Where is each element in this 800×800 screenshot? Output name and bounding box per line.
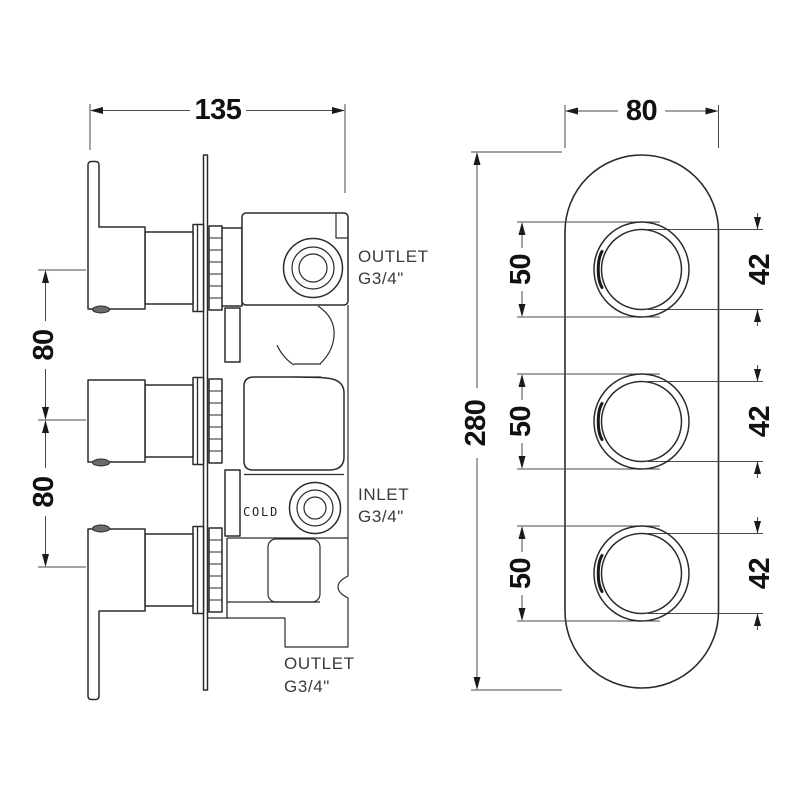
front-view: 80 280 50 42 xyxy=(460,95,776,691)
handle-middle-flange xyxy=(192,376,205,466)
casting-curve-upper xyxy=(317,305,335,365)
top-block-corner-notch xyxy=(335,213,348,239)
knob-middle-dims: 50 42 xyxy=(505,365,776,478)
inlet-port xyxy=(288,481,342,535)
outlet-top-label-line2: G3/4" xyxy=(358,269,404,288)
inlet-label-line2: G3/4" xyxy=(358,507,404,526)
handle-middle xyxy=(87,376,205,467)
dim-42-top-value: 42 xyxy=(744,254,776,285)
dim-80-width-value: 80 xyxy=(626,95,657,127)
handle-bottom-nub xyxy=(92,524,110,533)
dim-50-bottom-value: 50 xyxy=(505,558,537,589)
knob-bottom-shade-arc xyxy=(596,554,604,593)
ribbed-stack-middle xyxy=(208,378,223,464)
handle-middle-stem xyxy=(144,384,194,458)
inlet-label-line1: INLET xyxy=(358,485,409,504)
handle-middle-lever xyxy=(87,379,146,463)
outlet-bottom-label-line1: OUTLET xyxy=(284,654,355,673)
outlet-bottom-label-line2: G3/4" xyxy=(284,677,330,696)
knob-top xyxy=(593,221,690,318)
knob-bottom xyxy=(593,525,690,622)
side-view: COLD xyxy=(28,94,429,701)
dim-50-middle-value: 50 xyxy=(505,406,537,437)
casting-cusp xyxy=(276,344,295,366)
handle-top-stem xyxy=(144,231,194,305)
dim-280-value: 280 xyxy=(460,400,492,447)
handle-bottom xyxy=(87,524,205,701)
knob-top-dims: 50 42 xyxy=(505,213,776,326)
handle-top-lever xyxy=(87,160,146,310)
valve-body-bottom-block xyxy=(226,537,348,618)
valve-cartridge-stack xyxy=(208,225,243,613)
ribbed-stack-bottom xyxy=(208,527,223,613)
handle-bottom-flange xyxy=(192,525,205,615)
dim-80-bottom-value: 80 xyxy=(28,476,60,507)
ribbed-stack-top xyxy=(208,225,223,311)
dim-width-135: 135 xyxy=(89,94,346,193)
dim-50-top-value: 50 xyxy=(505,254,537,285)
valve-body: COLD xyxy=(208,212,349,648)
handle-bottom-lever xyxy=(87,528,146,701)
dim-42-bottom-value: 42 xyxy=(744,558,776,589)
handle-top-flange xyxy=(192,223,205,313)
handle-top-nub xyxy=(92,305,110,314)
knob-bottom-dims: 50 42 xyxy=(505,517,776,630)
wall-plate-front xyxy=(564,154,720,689)
dim-height-280: 280 xyxy=(460,151,562,691)
port-labels: OUTLET G3/4" INLET G3/4" OUTLET G3/4" xyxy=(284,247,429,696)
dim-135-value: 135 xyxy=(195,94,242,126)
knob-middle xyxy=(593,373,690,470)
outlet-top-label-line1: OUTLET xyxy=(358,247,429,266)
outlet-port-top xyxy=(282,237,344,299)
handle-top xyxy=(87,160,205,314)
dim-spacing-80: 80 80 xyxy=(28,269,86,568)
valve-body-mid-block xyxy=(243,376,345,471)
dim-width-80: 80 xyxy=(564,95,719,148)
dim-80-top-value: 80 xyxy=(28,329,60,360)
handle-bottom-stem xyxy=(144,533,194,607)
knob-top-shade-arc xyxy=(596,250,604,289)
handle-middle-nub xyxy=(92,458,110,467)
cold-marking: COLD xyxy=(243,505,279,519)
dim-42-middle-value: 42 xyxy=(744,406,776,437)
knob-middle-shade-arc xyxy=(596,402,604,441)
body-right-edge xyxy=(208,305,349,648)
